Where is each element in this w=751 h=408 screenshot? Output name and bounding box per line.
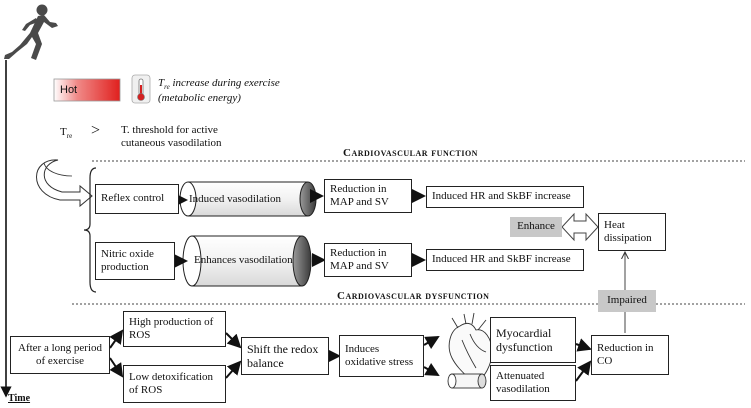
reflex-control-box: Reflex control <box>95 184 179 214</box>
cardiovascular-dysfunction-heading: Cardiovascular dysfunction <box>337 290 490 302</box>
vessel-icon <box>447 373 487 389</box>
greater-than-sign: > <box>91 122 101 139</box>
tre-threshold-symbol: Tre <box>60 126 72 141</box>
thermometer-icon <box>131 74 151 104</box>
induced-hr-box-1: Induced HR and SkBF increase <box>426 186 584 208</box>
impaired-label-box: Impaired <box>598 290 656 312</box>
high-ros-box: High production of ROS <box>123 311 226 347</box>
tre-increase-line1: increase during exercise <box>172 77 280 89</box>
tre-symbol: T <box>158 77 165 89</box>
threshold-line2: cutaneous vasodilation <box>121 137 222 150</box>
time-label: Time <box>8 393 31 404</box>
after-long-exercise-box: After a long period of exercise <box>10 336 110 374</box>
heart-icon <box>448 312 493 387</box>
reduction-map-sv-box-2: Reduction in MAP and SV <box>324 243 412 277</box>
tre-increase-line2: (metabolic energy) <box>158 91 241 104</box>
vasodilation-cylinder-2 <box>182 235 312 287</box>
reduction-map-sv-box-1: Reduction in MAP and SV <box>324 179 412 213</box>
vasodilation-cylinder-1 <box>179 181 317 217</box>
tre-subscript: re <box>164 83 170 92</box>
low-detox-box: Low detoxification of ROS <box>123 365 226 403</box>
heat-dissipation-box: Heat dissipation <box>598 213 666 251</box>
curved-arrow-icon <box>36 159 93 208</box>
tre-increase-text: Tre increase during exercise (metabolic … <box>158 77 280 105</box>
myocardial-dysfunction-box: Myocardial dysfunction <box>490 317 576 363</box>
function-arrows <box>174 189 426 268</box>
induced-vasodilation-label: Induced vasodilation <box>189 193 281 205</box>
dysfunction-arrows <box>109 329 592 382</box>
oxidative-stress-box: Induces oxidative stress <box>339 335 424 377</box>
enhances-vasodilation-label: Enhances vasodilation <box>194 254 293 266</box>
cardiovascular-function-heading: Cardiovascular function <box>343 147 478 159</box>
left-brace <box>83 167 97 293</box>
runner-icon <box>4 4 58 60</box>
hot-label: Hot <box>60 84 78 96</box>
hot-gradient-bar <box>53 78 121 102</box>
attenuated-vasodilation-box: Attenuated vasodilation <box>490 365 576 401</box>
reduction-co-box: Reduction in CO <box>591 335 669 375</box>
enhance-label-box: Enhance <box>510 217 562 237</box>
enhance-double-arrow <box>561 212 599 242</box>
tre-symbol-2: T <box>60 126 67 138</box>
shift-redox-box: Shift the redox balance <box>241 337 329 375</box>
induced-hr-box-2: Induced HR and SkBF increase <box>426 249 584 271</box>
threshold-text: T. threshold for active cutaneous vasodi… <box>121 124 222 150</box>
tre-subscript-2: re <box>66 132 73 141</box>
nitric-oxide-box: Nitric oxide production <box>95 242 175 280</box>
threshold-line1: T. threshold for active <box>121 124 218 136</box>
